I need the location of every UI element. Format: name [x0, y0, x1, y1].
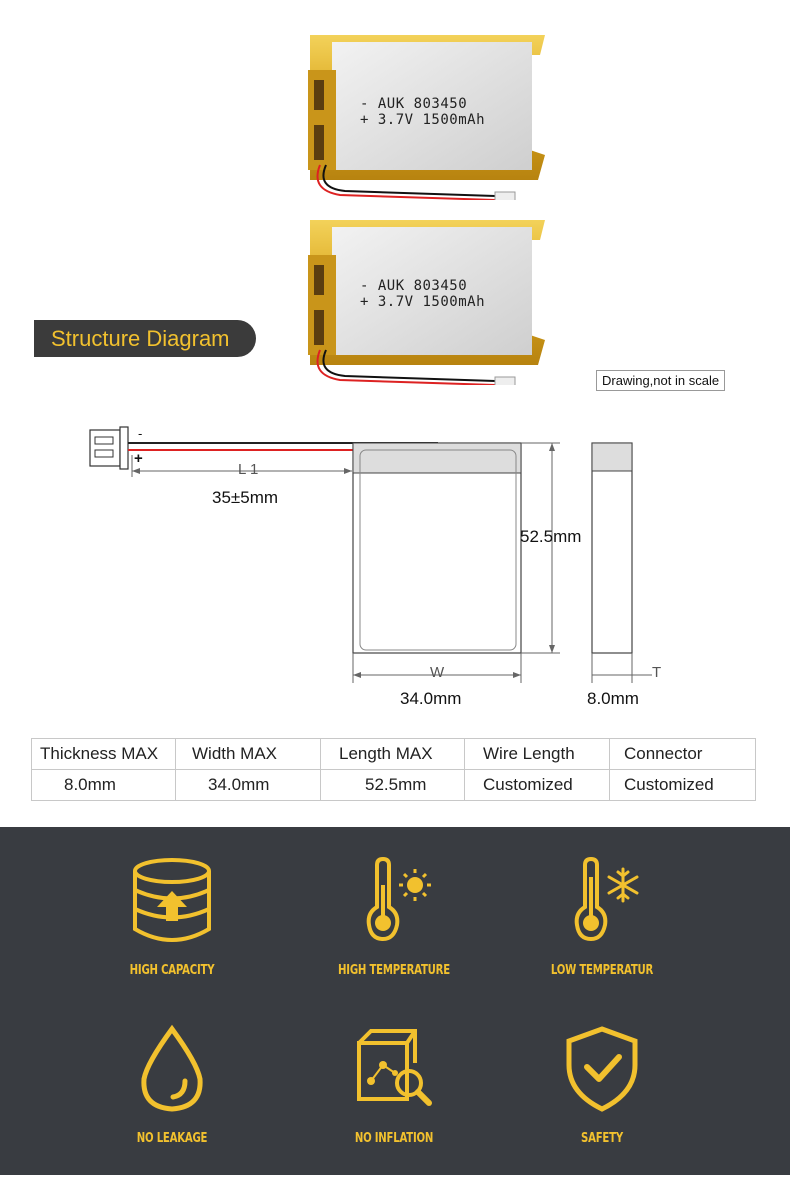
structure-drawing [89, 426, 652, 683]
section-title-badge: Structure Diagram [34, 320, 256, 357]
battery-illustration [308, 220, 545, 388]
battery-label-model: - AUK 803450 [360, 278, 468, 294]
feature-high-capacity: HIGH CAPACITY [82, 855, 262, 978]
wire-length-dim: 35±5mm [212, 488, 279, 507]
table-header-cell: Connector [609, 738, 756, 770]
feature-no-leakage: NO LEAKAGE [82, 1023, 262, 1146]
feature-safety: SAFETY [512, 1023, 692, 1146]
width-dim: 34.0mm [400, 689, 462, 708]
table-header-cell: Length MAX [320, 738, 465, 770]
thermometer-snowflake-icon [574, 856, 639, 942]
table-header-cell: Wire Length [464, 738, 610, 770]
pole-positive: + [134, 450, 143, 467]
battery-side-view [591, 442, 633, 654]
feature-label: NO LEAKAGE [136, 1131, 208, 1146]
feature-label: SAFETY [581, 1131, 623, 1146]
dim-label-L: L 1 [238, 461, 259, 478]
features-panel: HIGH CAPACITY HIGH TEMPERATURE [0, 827, 790, 1175]
table-cell: Customized [464, 769, 610, 801]
dim-label-W: W [430, 664, 445, 681]
scale-note: Drawing,not in scale [596, 370, 726, 391]
table-header-cell: Thickness MAX [31, 738, 176, 770]
pole-negative: - [138, 426, 143, 441]
dim-label-T: T [652, 664, 662, 681]
box-inspect-icon [357, 1029, 432, 1106]
shield-check-icon [566, 1026, 638, 1112]
feature-label: NO INFLATION [354, 1131, 434, 1146]
feature-no-inflation: NO INFLATION [304, 1023, 484, 1146]
feature-label: HIGH TEMPERATURE [338, 963, 450, 978]
table-row: 8.0mm 34.0mm 52.5mm Customized Customize… [31, 769, 756, 801]
battery-label-spec: + 3.7V 1500mAh [360, 112, 486, 128]
feature-label: HIGH CAPACITY [129, 963, 215, 978]
spec-table: Thickness MAX Width MAX Length MAX Wire … [31, 738, 756, 801]
table-cell: Customized [609, 769, 756, 801]
length-dim: 52.5mm [520, 527, 582, 546]
table-cell: 8.0mm [31, 769, 176, 801]
battery-image-bottom: - AUK 803450 + 3.7V 1500mAh [300, 215, 550, 388]
water-drop-icon [141, 1024, 203, 1112]
table-cell: 34.0mm [175, 769, 321, 801]
connector-shape [89, 429, 121, 467]
feature-high-temperature: HIGH TEMPERATURE [304, 855, 484, 978]
battery-label-model: - AUK 803450 [360, 96, 468, 112]
table-header-cell: Width MAX [175, 738, 321, 770]
table-header-row: Thickness MAX Width MAX Length MAX Wire … [31, 738, 756, 770]
battery-image-top: - AUK 803450 + 3.7V 1500mAh [300, 30, 550, 203]
battery-front-view [352, 442, 522, 654]
battery-label-spec: + 3.7V 1500mAh [360, 294, 486, 310]
feature-label: LOW TEMPERATUR [550, 963, 654, 978]
battery-illustration [308, 35, 545, 203]
database-upload-icon [133, 858, 211, 942]
thermometer-sun-icon [366, 856, 431, 942]
table-cell: 52.5mm [320, 769, 465, 801]
feature-low-temperature: LOW TEMPERATUR [512, 855, 692, 978]
thickness-dim: 8.0mm [587, 689, 639, 708]
